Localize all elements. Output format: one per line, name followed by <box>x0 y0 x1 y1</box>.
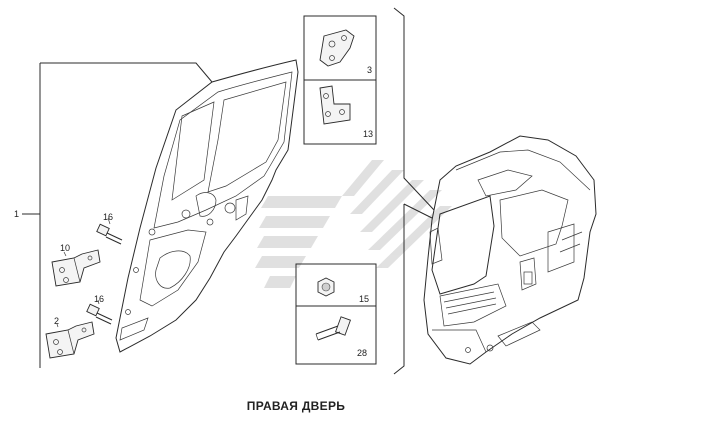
callout-door: 1 <box>14 209 19 219</box>
diagram-caption: ПРАВАЯ ДВЕРЬ <box>247 399 345 413</box>
nut <box>317 277 335 297</box>
callout-hinge-upper: 10 <box>60 243 70 253</box>
callout-striker-plate: 3 <box>367 65 372 75</box>
hinge-lower <box>45 321 95 359</box>
callout-hinge-lower: 2 <box>54 316 59 326</box>
hinge-upper <box>51 249 101 287</box>
callout-screw: 28 <box>357 348 367 358</box>
plates-box <box>303 15 377 145</box>
callout-bracket: 13 <box>363 129 373 139</box>
truck-cab <box>423 135 597 365</box>
reference-bracket <box>393 7 435 375</box>
bolt-upper <box>96 217 123 245</box>
callout-bolt-upper: 16 <box>103 212 113 222</box>
callout-bolt-lower: 16 <box>94 294 104 304</box>
fasteners-box <box>295 263 377 365</box>
door-panel <box>115 59 299 353</box>
bolt-lower <box>86 299 113 325</box>
bracket-plate <box>319 85 351 125</box>
watermark-logo <box>255 160 452 288</box>
striker-plate <box>319 29 355 67</box>
screw <box>315 316 352 341</box>
callout-nut: 15 <box>359 294 369 304</box>
assembly-bracket <box>22 62 213 368</box>
